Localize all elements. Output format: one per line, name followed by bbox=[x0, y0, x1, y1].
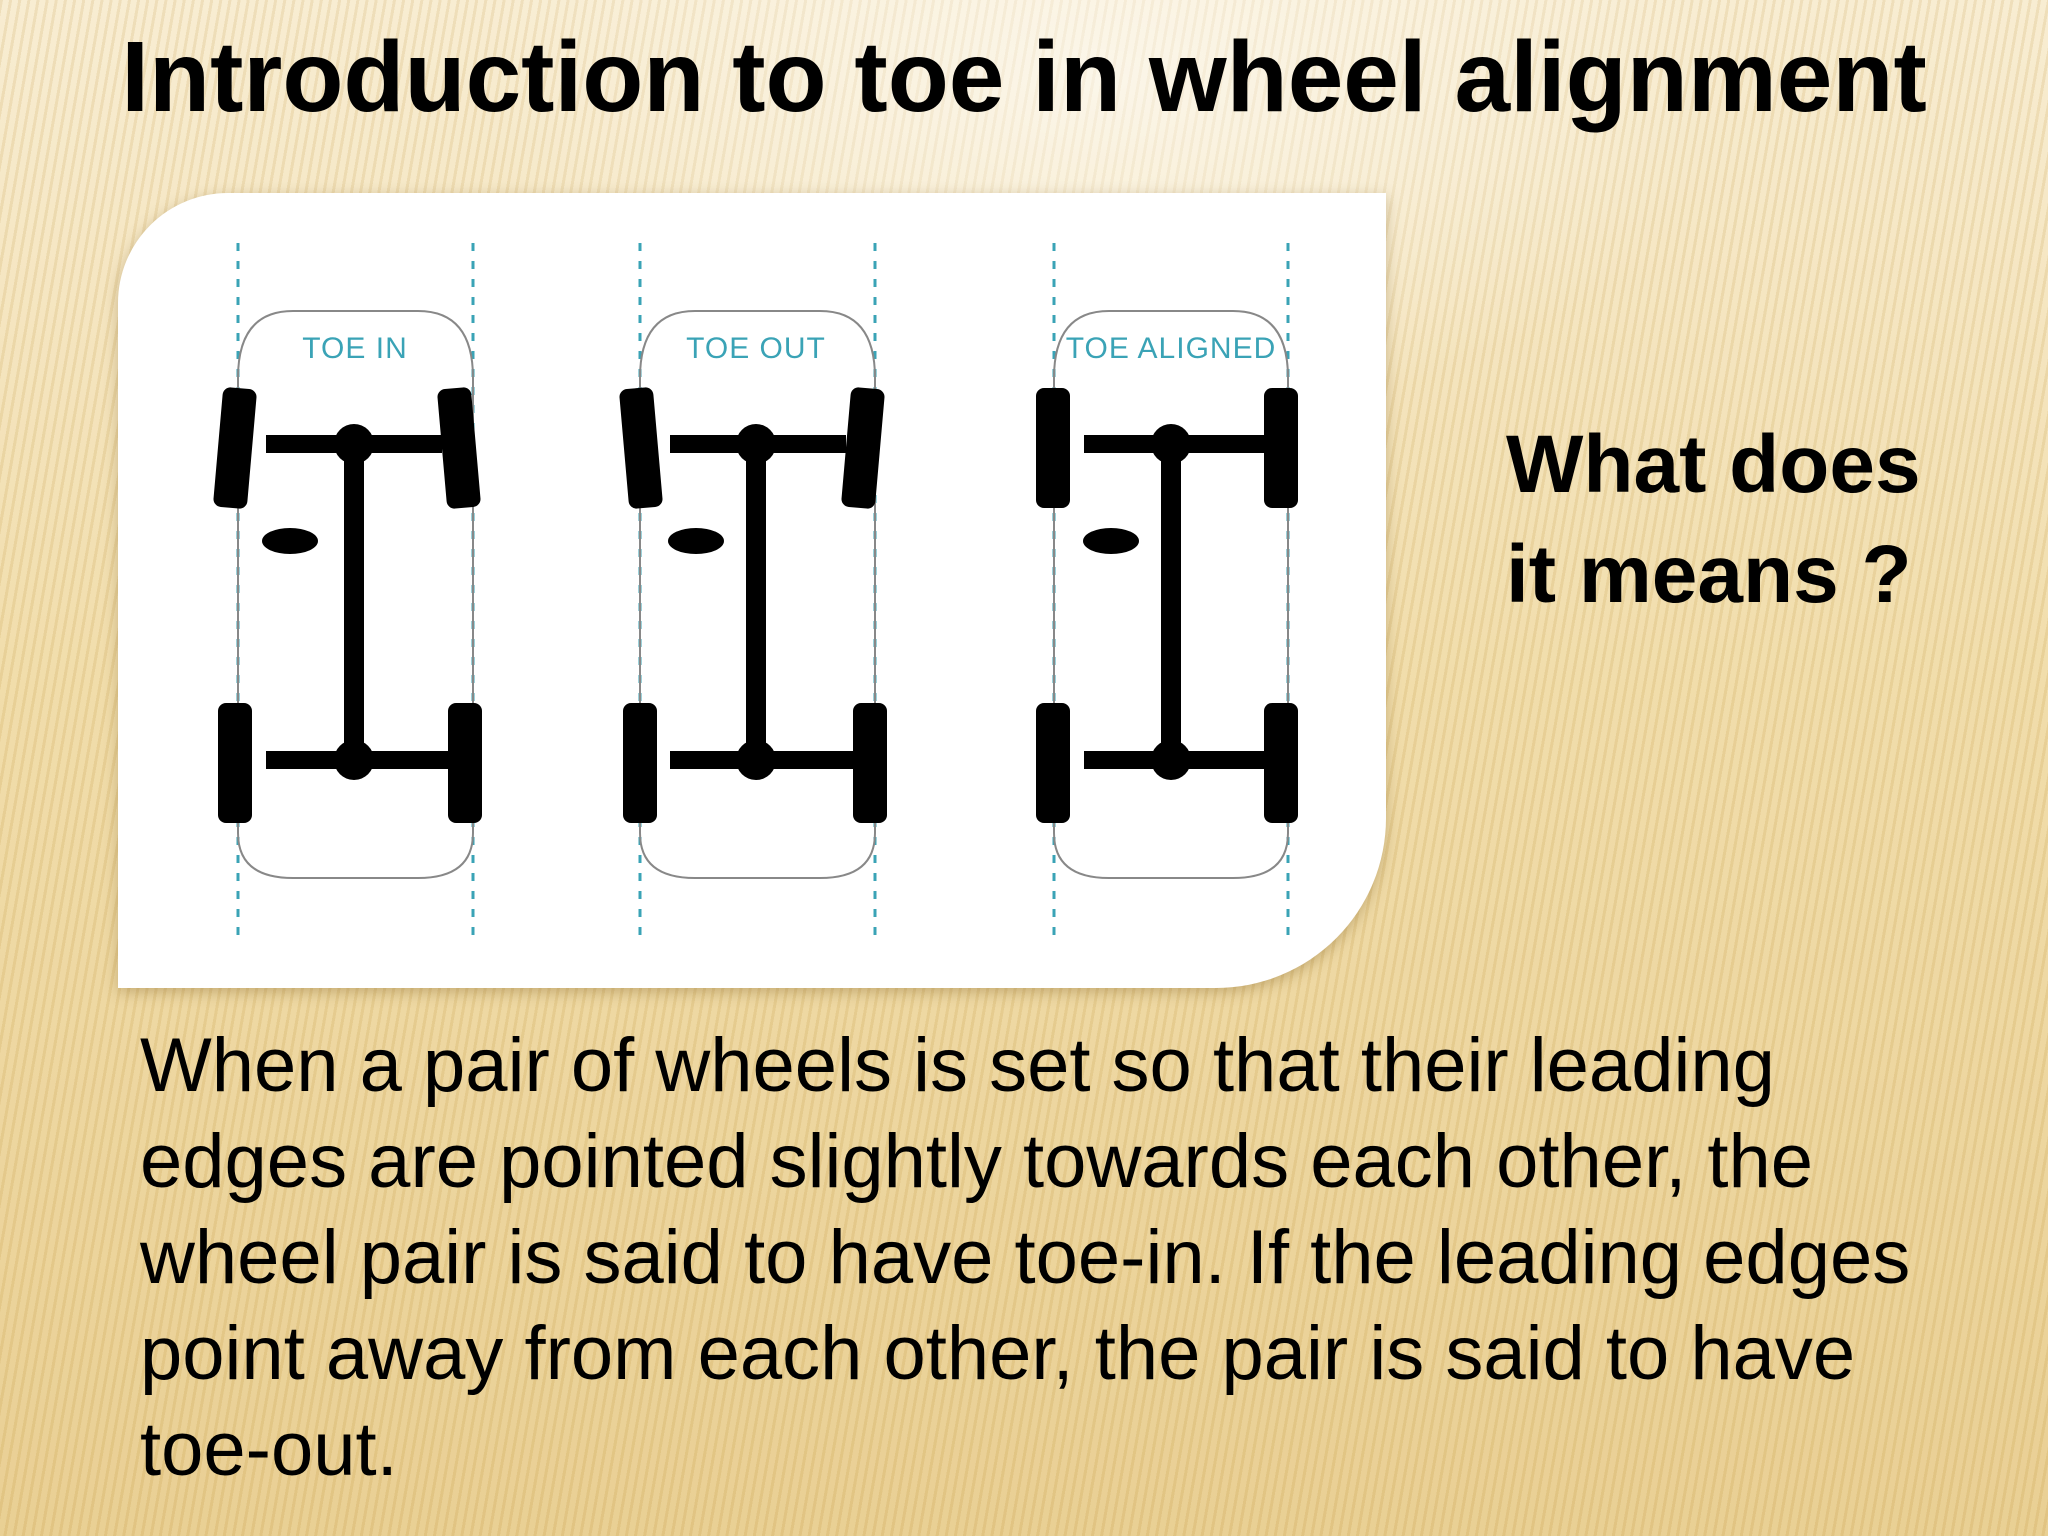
toe-alignment-svg: TOE IN TOE OUT bbox=[213, 243, 1298, 938]
slide-title: Introduction to toe in wheel alignment bbox=[121, 21, 1927, 133]
car-toe-out: TOE OUT bbox=[619, 243, 887, 938]
car-label-toe-in: TOE IN bbox=[302, 332, 407, 365]
car-label-toe-aligned: TOE ALIGNED bbox=[1066, 332, 1277, 365]
definition-paragraph: When a pair of wheels is set so that the… bbox=[140, 1023, 1911, 1492]
car-toe-aligned: TOE ALIGNED bbox=[1036, 243, 1298, 938]
side-question: What does it means ? bbox=[1506, 419, 1921, 620]
toe-alignment-diagram: TOE IN TOE OUT bbox=[118, 193, 1386, 988]
car-toe-in: TOE IN bbox=[213, 243, 482, 938]
car-label-toe-out: TOE OUT bbox=[686, 332, 826, 365]
